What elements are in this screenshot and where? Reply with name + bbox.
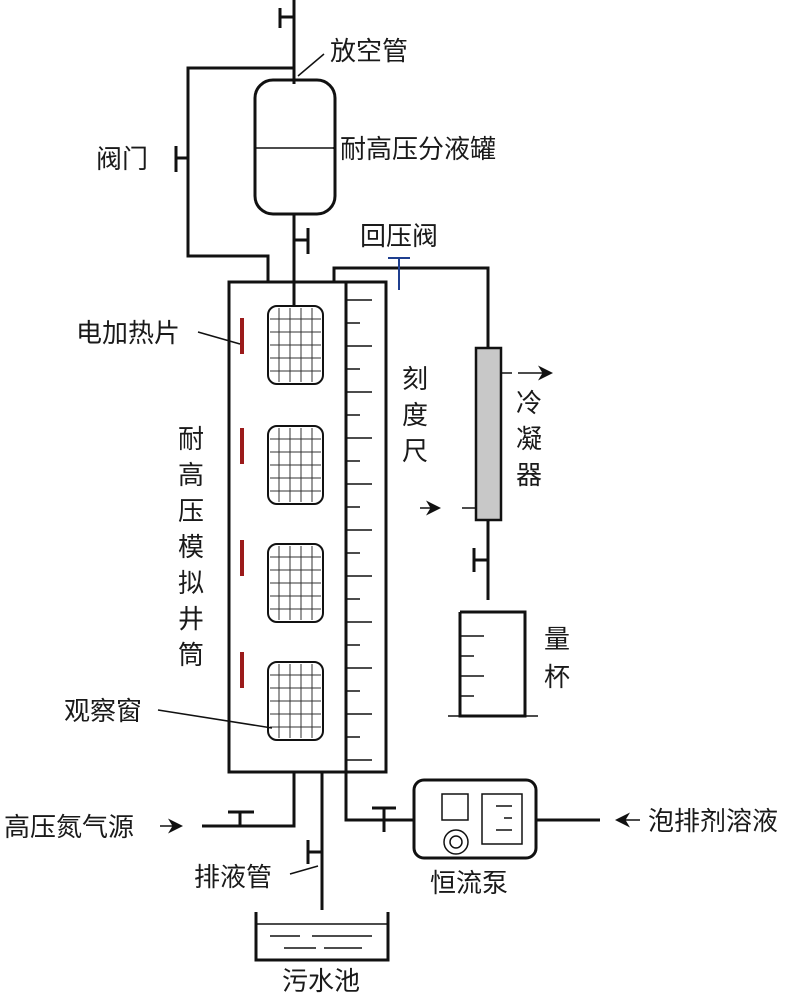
svg-text:杯: 杯 — [544, 663, 570, 693]
drain-pipe-label: 排液管 — [194, 863, 272, 893]
sewage-tank-label: 污水池 — [282, 967, 360, 997]
svg-text:量: 量 — [544, 625, 570, 655]
svg-text:拟: 拟 — [178, 569, 204, 599]
svg-text:井: 井 — [178, 605, 204, 635]
svg-text:尺: 尺 — [402, 437, 428, 467]
tank-to-wellbore-pipe — [292, 214, 310, 318]
svg-text:高: 高 — [178, 461, 204, 491]
svg-text:器: 器 — [516, 461, 542, 491]
measuring-cup — [448, 610, 538, 718]
svg-text:度: 度 — [402, 401, 428, 431]
svg-text:压: 压 — [178, 497, 204, 527]
nitrogen-source-label: 高压氮气源 — [4, 813, 134, 843]
condenser — [420, 346, 553, 600]
svg-text:筒: 筒 — [178, 641, 204, 671]
svg-text:耐: 耐 — [178, 425, 204, 455]
back-pressure-line — [332, 257, 490, 348]
drain-pipe — [289, 772, 324, 910]
vent-pipe — [278, 0, 325, 84]
valve-label: 阀门 — [96, 145, 148, 175]
svg-text:凝: 凝 — [516, 425, 542, 455]
bypass-line — [174, 66, 294, 282]
separator-tank — [253, 78, 337, 216]
observation-windows — [267, 305, 324, 741]
heater-label: 电加热片 — [76, 319, 180, 349]
pump-label: 恒流泵 — [430, 869, 508, 899]
measuring-cup-label: 量 杯 — [544, 625, 570, 693]
condenser-label: 冷 凝 器 — [516, 389, 542, 491]
scale-label: 刻 度 尺 — [402, 365, 428, 467]
back-pressure-valve-label: 回压阀 — [360, 222, 438, 252]
pump-line — [344, 772, 640, 832]
vent-pipe-label: 放空管 — [330, 37, 408, 67]
svg-text:冷: 冷 — [516, 389, 542, 419]
sewage-tank — [254, 912, 390, 962]
scale-ruler — [346, 299, 372, 761]
wellbore-label: 耐 高 压 模 拟 井 筒 — [178, 425, 204, 671]
pump — [412, 778, 538, 860]
separator-tank-label: 耐高压分液罐 — [340, 135, 496, 165]
nitrogen-line — [160, 772, 296, 834]
foaming-agent-label: 泡排剂溶液 — [648, 807, 778, 837]
observation-window-label: 观察窗 — [64, 697, 142, 727]
svg-text:模: 模 — [178, 533, 204, 563]
svg-text:刻: 刻 — [402, 365, 428, 395]
